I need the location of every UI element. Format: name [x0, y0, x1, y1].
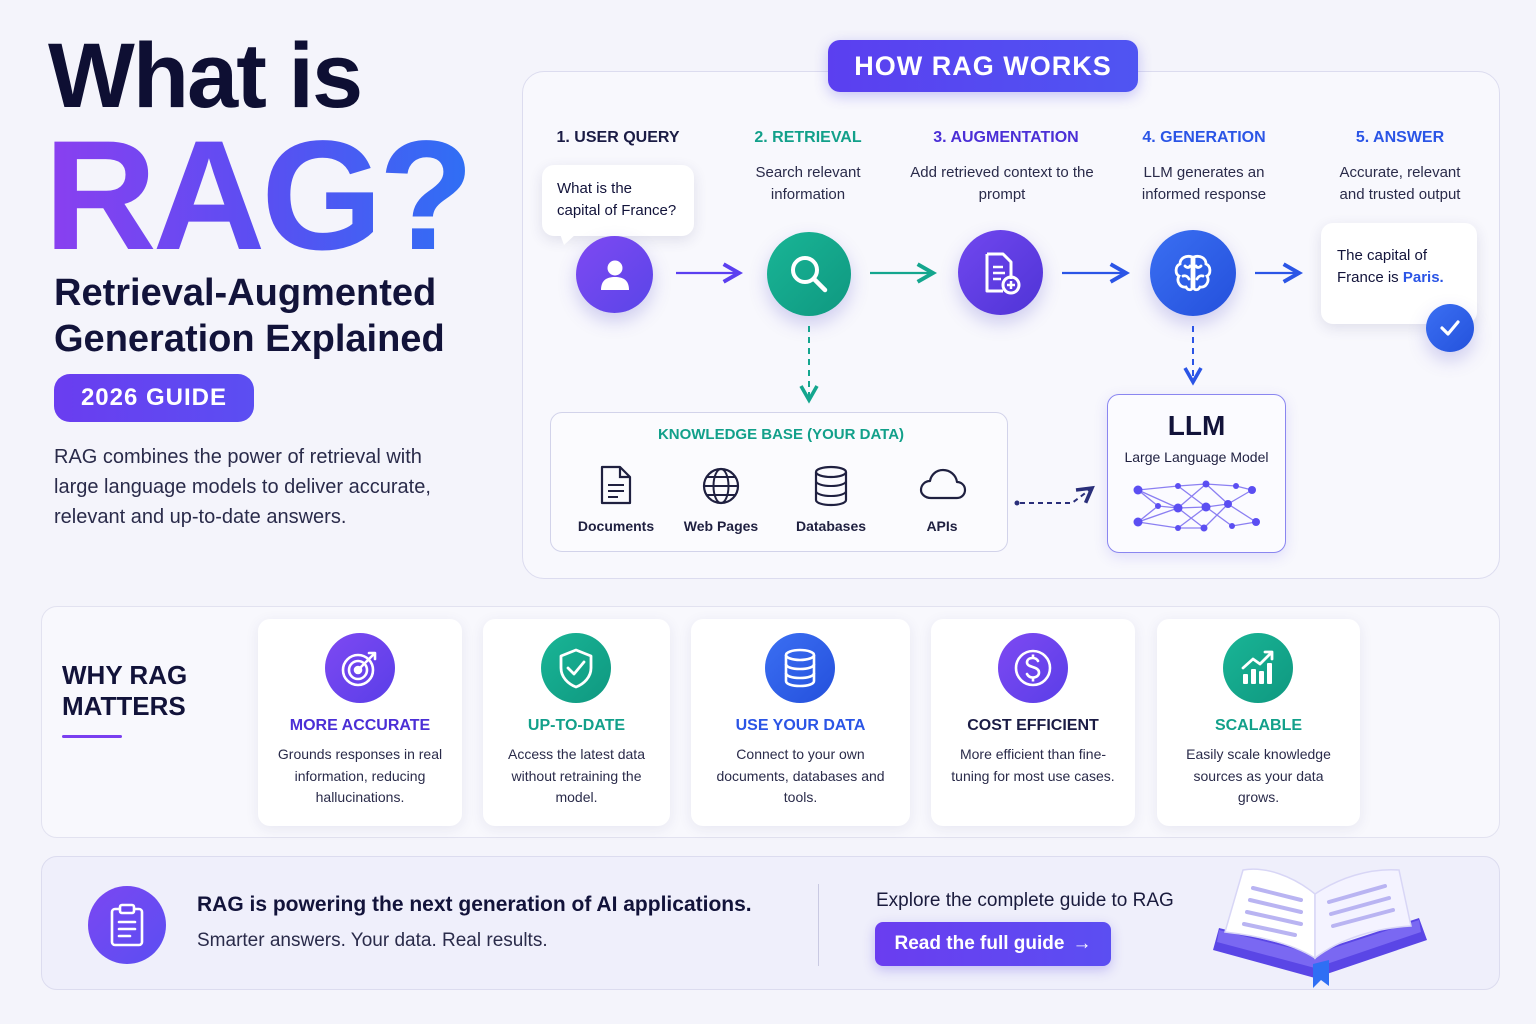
benefit-card-accurate: MORE ACCURATE Grounds responses in real …	[258, 619, 462, 826]
card-title-your-data: USE YOUR DATA	[735, 717, 866, 734]
bottom-divider	[818, 884, 819, 966]
kb-item-documents: Documents	[577, 518, 655, 534]
cta-label: Read the full guide	[894, 933, 1065, 954]
brain-icon	[1150, 230, 1236, 316]
neural-network-icon	[1133, 480, 1260, 532]
search-icon	[767, 232, 851, 316]
database-icon	[765, 633, 835, 703]
query-bubble: What is the capital of France?	[542, 165, 694, 236]
answer-highlight: Paris.	[1402, 269, 1444, 286]
card-title-accurate: MORE ACCURATE	[289, 717, 431, 734]
hero-title-rag: RAG?	[44, 109, 474, 283]
hero-subtitle: Retrieval-Augmented Generation Explained	[54, 272, 445, 360]
step-2-description: Search relevant information	[755, 164, 861, 203]
how-rag-works-title: HOW RAG WORKS	[828, 40, 1138, 92]
knowledge-base-box	[550, 412, 1008, 552]
benefit-card-your-data: USE YOUR DATA Connect to your own docume…	[691, 619, 910, 826]
check-icon	[1426, 304, 1474, 352]
hero-title-line1: What is	[48, 25, 363, 127]
document-plus-icon	[958, 230, 1043, 315]
bottom-subline: Smarter answers. Your data. Real results…	[197, 930, 548, 951]
cloud-icon	[919, 468, 967, 500]
llm-subtitle: Large Language Model	[1124, 449, 1269, 465]
llm-box	[1107, 394, 1286, 553]
benefit-card-up-to-date: UP-TO-DATE Access the latest data withou…	[483, 619, 670, 826]
shield-check-icon	[541, 633, 611, 703]
card-desc-cost: More efficient than fine-tuning for most…	[951, 746, 1115, 784]
open-book-icon	[1213, 868, 1427, 988]
card-desc-accurate: Grounds responses in real information, r…	[277, 746, 443, 805]
step-3-description: Add retrieved context to the prompt	[910, 164, 1094, 203]
step-4-heading: 4. GENERATION	[1142, 129, 1266, 146]
growth-chart-icon	[1223, 633, 1293, 703]
read-full-guide-button[interactable]: Read the full guide →	[875, 922, 1111, 966]
database-icon	[814, 465, 848, 507]
benefit-card-cost: COST EFFICIENT More efficient than fine-…	[931, 619, 1135, 826]
answer-text: The capital of France is	[1337, 247, 1428, 286]
why-title-underline	[62, 735, 122, 738]
query-bubble-tail	[560, 234, 576, 245]
arrow-right-icon: →	[1072, 933, 1092, 954]
query-text: What is the capital of France?	[557, 180, 677, 219]
dollar-icon	[998, 633, 1068, 703]
step-1-heading: 1. USER QUERY	[556, 129, 680, 146]
guide-badge: 2026 GUIDE	[54, 374, 254, 422]
knowledge-base-title: KNOWLEDGE BASE (YOUR DATA)	[657, 426, 905, 443]
step-5-heading: 5. ANSWER	[1355, 129, 1445, 146]
step-4-description: LLM generates an informed response	[1141, 164, 1267, 203]
step-3-heading: 3. AUGMENTATION	[933, 129, 1079, 146]
card-title-cost: COST EFFICIENT	[967, 717, 1099, 734]
clipboard-icon	[88, 886, 166, 964]
benefit-card-scalable: SCALABLE Easily scale knowledge sources …	[1157, 619, 1360, 826]
kb-item-databases: Databases	[795, 518, 867, 534]
bottom-headline: RAG is powering the next generation of A…	[197, 893, 752, 916]
target-icon	[325, 633, 395, 703]
step-5-description: Accurate, relevant and trusted output	[1339, 164, 1461, 203]
kb-item-apis: APIs	[926, 518, 958, 534]
card-desc-up-to-date: Access the latest data without retrainin…	[508, 746, 645, 805]
explore-text: Explore the complete guide to RAG	[876, 890, 1174, 911]
why-title-line1: WHY RAG	[62, 660, 188, 690]
card-desc-scalable: Easily scale knowledge sources as your d…	[1186, 746, 1331, 805]
card-desc-your-data: Connect to your own documents, databases…	[716, 746, 885, 805]
hero-description: RAG combines the power of retrieval with…	[54, 446, 431, 528]
why-title-line2: MATTERS	[62, 691, 186, 721]
card-title-up-to-date: UP-TO-DATE	[527, 717, 626, 734]
why-rag-matters-title: WHY RAG MATTERS	[62, 660, 187, 722]
globe-icon	[702, 467, 740, 505]
document-icon	[600, 465, 632, 505]
card-title-scalable: SCALABLE	[1214, 717, 1303, 734]
kb-item-web-pages: Web Pages	[683, 518, 759, 534]
llm-title: LLM	[1167, 410, 1226, 441]
user-icon	[576, 236, 653, 313]
step-2-heading: 2. RETRIEVAL	[754, 129, 862, 146]
